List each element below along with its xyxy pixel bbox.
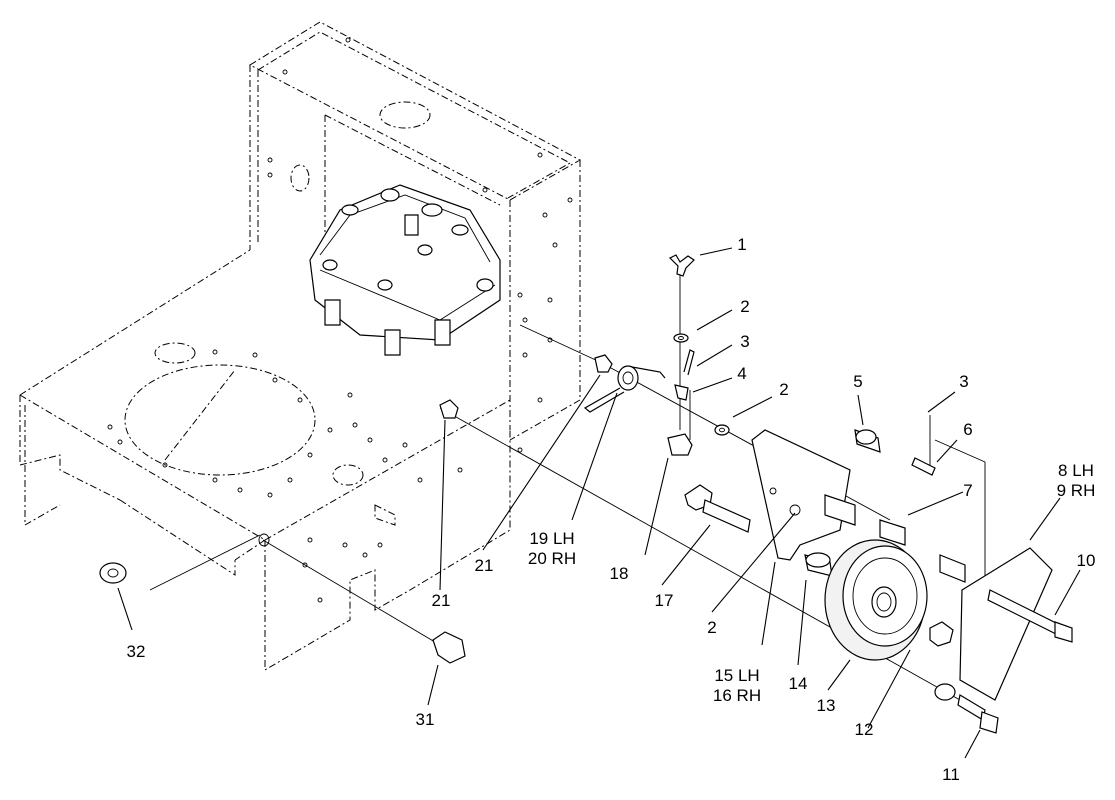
- part-bolt-11: [957, 694, 999, 734]
- callout-17: 17: [654, 591, 674, 610]
- callout-14: 14: [788, 674, 808, 693]
- part-nut-18: [667, 433, 693, 456]
- part-bracket-8-9: [959, 547, 1053, 701]
- callout-6: 6: [963, 420, 973, 439]
- part-bushing-14: [804, 552, 833, 577]
- part-wing-nut: [668, 254, 695, 277]
- callout-13: 13: [816, 696, 836, 715]
- part-idler-pulley: [824, 539, 928, 661]
- callout-18: 18: [609, 564, 629, 583]
- part-spring-19-20: [583, 365, 666, 413]
- part-bolt-10: [987, 589, 1073, 643]
- callout-leaders: [117, 247, 1081, 759]
- callout-31: 31: [415, 710, 435, 729]
- callout-5: 5: [853, 372, 863, 391]
- callout-11: 11: [942, 765, 960, 784]
- callout-4: 4: [737, 364, 747, 383]
- part-nut-21-upper: [594, 354, 613, 373]
- part-bolt-17: [684, 484, 751, 533]
- part-washer-mid: [714, 424, 730, 436]
- part-nut-12: [929, 621, 954, 647]
- callout-1: 1: [737, 235, 747, 254]
- callout-3-pin-clip: 3: [959, 372, 969, 391]
- callout-3-clip: 3: [740, 332, 750, 351]
- frame-outline: [19, 21, 582, 671]
- callout-2-lower: 2: [707, 618, 717, 637]
- part-spacer-7: [824, 494, 966, 583]
- transmission-assembly: [309, 184, 501, 356]
- part-washer-top: [673, 333, 689, 343]
- part-spacer-5: [854, 429, 881, 453]
- part-pin-6: [911, 457, 936, 476]
- part-pivot-bushing: [674, 384, 689, 401]
- part-bolt-31: [258, 533, 466, 664]
- callout-32: 32: [126, 642, 146, 661]
- callout-12: 12: [854, 720, 874, 739]
- callout-21-lower: 21: [431, 591, 451, 610]
- callout-21-upper: 21: [474, 556, 494, 575]
- part-nut-21-lower: [439, 399, 459, 419]
- part-washer-32: [99, 562, 127, 584]
- callout-2-washer-mid: 2: [779, 380, 789, 399]
- callout-2-washer-top: 2: [740, 297, 750, 316]
- part-hairpin-clip: [683, 349, 695, 376]
- callout-7: 7: [963, 481, 973, 500]
- part-idler-arm: [751, 429, 851, 561]
- callout-10: 10: [1076, 551, 1096, 570]
- part-washer-lower: [934, 683, 956, 701]
